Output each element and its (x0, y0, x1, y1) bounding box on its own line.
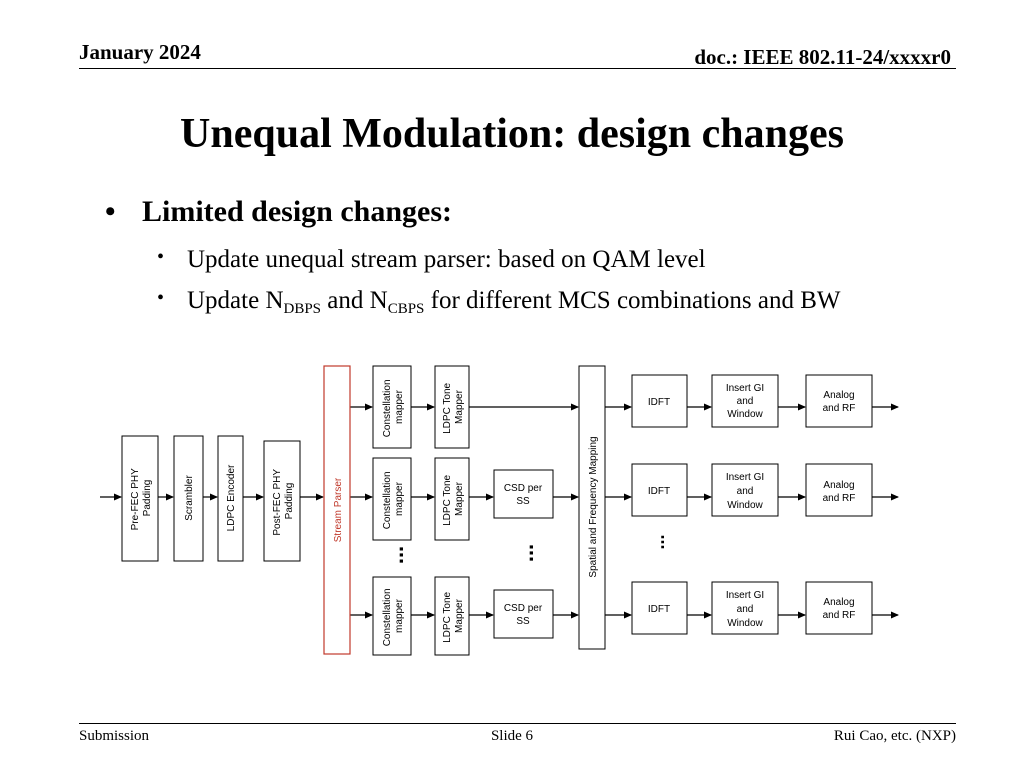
svg-text:CSD per: CSD per (504, 603, 543, 614)
analog-rf-block: Analog and RF (805, 463, 873, 517)
svg-text:Analog: Analog (823, 480, 854, 491)
constellation-mapper-block: Constellation mapper (372, 457, 412, 541)
post-fec-phy-padding-block: Post-FEC PHY Padding (263, 440, 301, 562)
bullet-main-text: Limited design changes: (142, 195, 453, 228)
svg-text:and RF: and RF (823, 493, 856, 504)
stream-parser-block: Stream Parser (323, 365, 351, 655)
svg-text:Stream Parser: Stream Parser (333, 477, 344, 542)
svg-text:Window: Window (727, 409, 763, 420)
ellipsis-mappers: ... (383, 546, 408, 564)
svg-text:and: and (737, 604, 754, 615)
svg-text:Spatial and Frequency Mapping: Spatial and Frequency Mapping (588, 436, 599, 577)
svg-text:Constellation mapper: Constellation mapper (382, 377, 405, 438)
svg-text:LDPC Tone Mapper: LDPC Tone Mapper (442, 380, 465, 434)
header-doc-id: doc.: IEEE 802.11-24/xxxxr0 (694, 45, 951, 69)
idft-block: IDFT (631, 463, 688, 517)
svg-text:and RF: and RF (823, 610, 856, 621)
spatial-frequency-mapping-block: Spatial and Frequency Mapping (578, 365, 606, 650)
svg-text:LDPC Tone Mapper: LDPC Tone Mapper (442, 472, 465, 526)
footer-divider (79, 723, 956, 724)
header-date: January 2024 (79, 40, 201, 64)
svg-text:SS: SS (516, 616, 530, 627)
analog-rf-block: Analog and RF (805, 581, 873, 635)
svg-text:IDFT: IDFT (648, 486, 670, 497)
csd-per-ss-block: CSD per SS (493, 469, 554, 519)
ellipsis-idft: ... (648, 534, 668, 549)
insert-gi-window-block: Insert GI and Window (711, 463, 779, 517)
pre-fec-phy-padding-block: Pre-FEC PHY Padding (121, 435, 159, 562)
svg-text:Insert GI: Insert GI (726, 383, 764, 394)
bullet-dot: • (105, 195, 116, 228)
svg-text:Constellation mapper: Constellation mapper (382, 586, 405, 647)
svg-text:Pre-FEC PHY Padding: Pre-FEC PHY Padding (130, 466, 153, 531)
bullet-dot: • (157, 246, 165, 268)
svg-text:Analog: Analog (823, 390, 854, 401)
svg-text:CSD per: CSD per (504, 483, 543, 494)
ldpc-tone-mapper-block: LDPC Tone Mapper (434, 457, 470, 541)
footer-submission: Submission (79, 728, 150, 744)
csd-per-ss-block: CSD per SS (493, 589, 554, 639)
svg-text:Constellation mapper: Constellation mapper (382, 469, 405, 530)
analog-rf-block: Analog and RF (805, 374, 873, 428)
svg-text:IDFT: IDFT (648, 604, 670, 615)
signal-arrows (100, 403, 899, 619)
idft-block: IDFT (631, 374, 688, 428)
insert-gi-window-block: Insert GI and Window (711, 581, 779, 635)
svg-text:Window: Window (727, 618, 763, 629)
idft-block: IDFT (631, 581, 688, 635)
constellation-mapper-block: Constellation mapper (372, 365, 412, 449)
svg-text:and RF: and RF (823, 403, 856, 414)
header-divider (79, 68, 956, 69)
svg-text:Post-FEC PHY Padding: Post-FEC PHY Padding (272, 466, 295, 535)
ldpc-tone-mapper-block: LDPC Tone Mapper (434, 365, 470, 449)
svg-text:and: and (737, 396, 754, 407)
constellation-mapper-block: Constellation mapper (372, 576, 412, 656)
bullet-sub-1-text: Update unequal stream parser: based on Q… (187, 246, 706, 273)
svg-text:Insert GI: Insert GI (726, 472, 764, 483)
footer-author: Rui Cao, etc. (NXP) (833, 728, 956, 744)
slide-title: Unequal Modulation: design changes (180, 111, 844, 157)
svg-text:LDPC Encoder: LDPC Encoder (226, 464, 237, 531)
insert-gi-window-block: Insert GI and Window (711, 374, 779, 428)
footer-slide-number: Slide 6 (490, 728, 534, 744)
svg-text:Window: Window (727, 500, 763, 511)
bullet-dot: • (157, 287, 165, 309)
svg-text:and: and (737, 486, 754, 497)
svg-text:Analog: Analog (823, 597, 854, 608)
ldpc-tone-mapper-block: LDPC Tone Mapper (434, 576, 470, 656)
svg-text:LDPC Tone Mapper: LDPC Tone Mapper (442, 589, 465, 643)
svg-text:Scrambler: Scrambler (184, 475, 195, 521)
svg-text:Insert GI: Insert GI (726, 590, 764, 601)
svg-text:IDFT: IDFT (648, 397, 670, 408)
bullet-sub-2-text: Update NDBPS and NCBPS for different MCS… (187, 287, 841, 317)
ellipsis-csd: ... (513, 544, 538, 562)
svg-text:SS: SS (516, 496, 530, 507)
ldpc-encoder-block: LDPC Encoder (217, 435, 244, 562)
scrambler-block: Scrambler (173, 435, 204, 562)
